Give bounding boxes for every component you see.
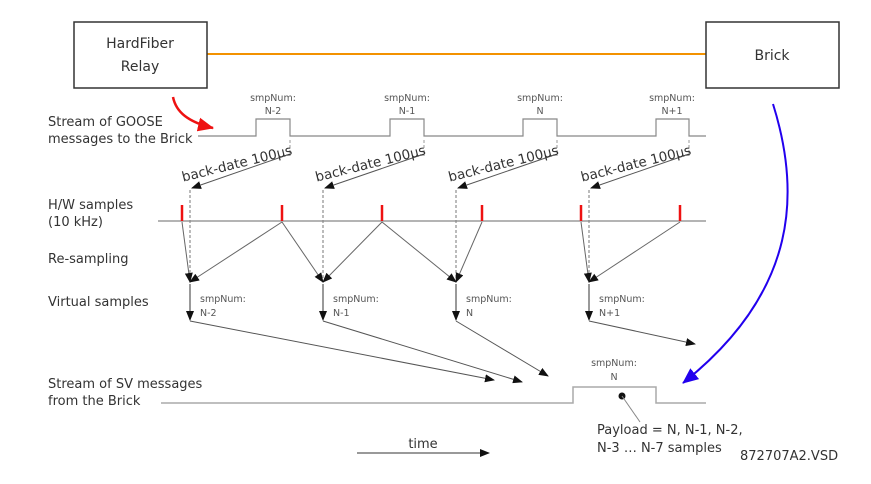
backdate-label: back-date 100µs bbox=[314, 143, 428, 186]
backdate-label: back-date 100µs bbox=[180, 143, 294, 186]
goose-pulse-smpnum-value: N-1 bbox=[399, 106, 416, 117]
hw-row-label-1: H/W samples bbox=[48, 198, 133, 213]
relay-node: HardFiber Relay bbox=[73, 21, 208, 89]
goose-pulse-smpnum-prefix: smpNum: bbox=[250, 93, 296, 104]
virtual-row-label: Virtual samples bbox=[48, 295, 149, 310]
goose-pulse-smpnum-prefix: smpNum: bbox=[517, 93, 563, 104]
resampling-line bbox=[580, 221, 592, 283]
goose-pulse-smpnum-value: N+1 bbox=[661, 106, 682, 117]
sv-stream-waveform bbox=[161, 386, 706, 404]
payload-line1: Payload = N, N-1, N-2, bbox=[597, 423, 743, 438]
sv-pulse-smpnum-value: N bbox=[610, 372, 617, 383]
resampling-line bbox=[455, 221, 483, 283]
backdate-label: back-date 100µs bbox=[579, 143, 693, 186]
backdate-arrow bbox=[324, 153, 425, 189]
resampling-line bbox=[189, 221, 283, 283]
resampling-row-label: Re-sampling bbox=[48, 252, 129, 267]
sv-row-label-2: from the Brick bbox=[48, 394, 141, 409]
resampling-line bbox=[588, 221, 681, 283]
virtual-sample-smpnum-prefix: smpNum: bbox=[466, 294, 512, 305]
payload-leader bbox=[621, 395, 641, 423]
goose-pulse-smpnum-value: N bbox=[536, 106, 543, 117]
goose-flow-arrow bbox=[171, 96, 214, 132]
virtual-sample-smpnum-value: N bbox=[466, 308, 473, 319]
brick-node: Brick bbox=[705, 21, 840, 89]
relay-label-line1: HardFiber bbox=[106, 36, 174, 52]
virtual-to-sv-arrow bbox=[322, 320, 523, 384]
goose-pulse-smpnum-value: N-2 bbox=[265, 106, 282, 117]
goose-row-label-1: Stream of GOOSE bbox=[48, 115, 163, 130]
relay-label-line2: Relay bbox=[121, 59, 159, 75]
virtual-sample-smpnum-prefix: smpNum: bbox=[333, 294, 379, 305]
payload-line2: N-3 … N-7 samples bbox=[597, 441, 722, 456]
virtual-sample-smpnum-prefix: smpNum: bbox=[599, 294, 645, 305]
backdate-label: back-date 100µs bbox=[447, 143, 561, 186]
virtual-sample-smpnum-prefix: smpNum: bbox=[200, 294, 246, 305]
resampling-line bbox=[381, 221, 457, 283]
resampling-line bbox=[181, 221, 193, 283]
brick-label: Brick bbox=[754, 48, 790, 64]
resampling-line bbox=[322, 221, 383, 283]
time-label: time bbox=[408, 437, 437, 452]
backdate-arrow bbox=[191, 153, 291, 189]
goose-row-label-2: messages to the Brick bbox=[48, 132, 193, 147]
goose-pulse-smpnum-prefix: smpNum: bbox=[384, 93, 430, 104]
virtual-to-sv-arrow bbox=[588, 320, 696, 347]
sv-row-label-1: Stream of SV messages bbox=[48, 377, 203, 392]
resampling-line bbox=[281, 221, 324, 283]
sv-pulse-smpnum-prefix: smpNum: bbox=[591, 358, 637, 369]
hw-row-label-2: (10 kHz) bbox=[48, 215, 103, 230]
goose-stream-waveform bbox=[198, 118, 706, 137]
virtual-sample-smpnum-value: N-2 bbox=[200, 308, 217, 319]
file-id: 872707A2.VSD bbox=[740, 449, 838, 464]
goose-pulse-smpnum-prefix: smpNum: bbox=[649, 93, 695, 104]
sv-flow-arrow bbox=[682, 103, 789, 384]
virtual-sample-smpnum-value: N-1 bbox=[333, 308, 350, 319]
backdate-arrow bbox=[457, 153, 558, 189]
virtual-sample-smpnum-value: N+1 bbox=[599, 308, 620, 319]
virtual-to-sv-arrow bbox=[189, 320, 495, 383]
backdate-arrow bbox=[590, 153, 690, 189]
virtual-to-sv-arrow bbox=[455, 320, 549, 377]
